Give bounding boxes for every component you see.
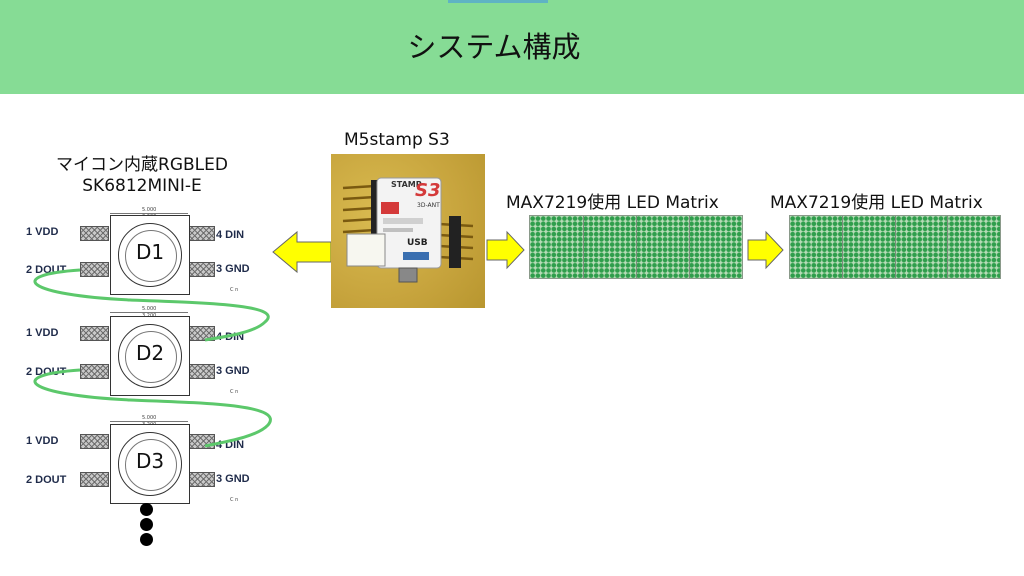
wire-d1-d2: [33, 268, 270, 342]
title-bar: システム構成: [0, 0, 1024, 94]
led-matrix-2: [789, 215, 1001, 279]
pin-gnd-label: 3 GND: [216, 473, 250, 485]
pad-dout: [80, 262, 109, 277]
dim-tag: C n: [230, 389, 239, 395]
pad-vdd: [80, 326, 109, 341]
pad-gnd: [186, 364, 215, 379]
pin-dout-label: 2 DOUT: [26, 366, 67, 378]
dim-tag: C n: [230, 497, 239, 503]
pad-dout: [80, 472, 109, 487]
led-d1-label: D1: [135, 240, 165, 264]
pad-vdd: [80, 226, 109, 241]
pad-gnd: [186, 472, 215, 487]
pin-vdd-label: 1 VDD: [26, 226, 59, 238]
board-stamp-text: STAMP: [391, 180, 422, 189]
mcu-label: M5stamp S3: [344, 130, 450, 150]
arrow-to-matrix-2: [747, 230, 784, 270]
led-d2-label: D2: [135, 341, 165, 365]
board-antenna-text: 3D-ANT: [417, 202, 440, 209]
dim-width: 5.000: [142, 415, 157, 421]
slide-title: システム構成: [407, 30, 581, 64]
m5stamp-s3-photo: STAMP S3 3D-ANT USB: [331, 154, 485, 308]
led-d3-package: D3: [110, 424, 190, 504]
pad-dout: [80, 364, 109, 379]
continuation-dot: [140, 518, 153, 531]
arrow-to-led: [272, 230, 332, 274]
accent-strip: [448, 0, 548, 3]
matrix-2-label: MAX7219使用 LED Matrix: [770, 193, 983, 213]
board-drawing: [342, 177, 474, 283]
led-d1-package: D1: [110, 215, 190, 295]
led-title-line2: SK6812MINI-E: [82, 176, 202, 196]
arrow-to-matrix-1: [486, 230, 525, 270]
board-model-text: S3: [415, 180, 441, 201]
dim-width: 5.000: [142, 207, 157, 213]
dim-width: 5.000: [142, 306, 157, 312]
pin-dout-label: 2 DOUT: [26, 474, 67, 486]
led-title-line1: マイコン内蔵RGBLED: [56, 155, 228, 175]
pin-din-label: 4 DIN: [216, 229, 245, 241]
led-matrix-1: [529, 215, 743, 279]
wire-d2-d3: [33, 368, 272, 448]
matrix-1-label: MAX7219使用 LED Matrix: [506, 193, 719, 213]
pin-gnd-label: 3 GND: [216, 365, 250, 377]
continuation-dot: [140, 533, 153, 546]
pad-gnd: [186, 262, 215, 277]
board-usb-text: USB: [407, 238, 428, 248]
pin-vdd-label: 1 VDD: [26, 327, 59, 339]
pin-vdd-label: 1 VDD: [26, 435, 59, 447]
pad-din: [186, 226, 215, 241]
continuation-dot: [140, 503, 153, 516]
pin-gnd-label: 3 GND: [216, 263, 250, 275]
pad-din: [186, 326, 215, 341]
dim-tag: C n: [230, 287, 239, 293]
pad-vdd: [80, 434, 109, 449]
led-d2-package: D2: [110, 316, 190, 396]
led-d3-label: D3: [135, 449, 165, 473]
